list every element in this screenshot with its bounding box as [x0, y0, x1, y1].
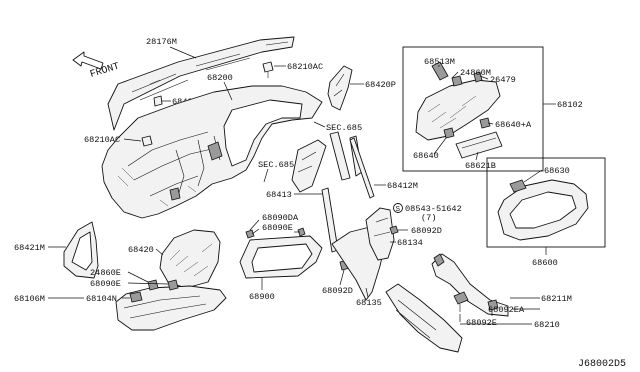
bracket-68420p [327, 65, 353, 111]
label-68640a: 68640+A [495, 120, 532, 130]
label-68200: 68200 [207, 73, 233, 83]
fastener-24860e [147, 279, 159, 291]
leader-68640 [433, 137, 447, 155]
leader-68090e-mid [251, 228, 260, 235]
label-68106m: 68106M [14, 294, 45, 304]
leader-68090da [249, 219, 260, 231]
finisher-68421m [63, 221, 99, 279]
label-68135: 68135 [356, 298, 382, 308]
label-68092e-bottom: 68092E [466, 318, 497, 328]
label-68413: 68413 [266, 190, 292, 200]
label-68210: 68210 [534, 320, 560, 330]
label-68421m: 68421M [14, 243, 45, 253]
duct-section [291, 139, 327, 193]
storage-tray-68900 [239, 227, 323, 279]
label-26479: 26479 [490, 75, 516, 85]
glove-box-68600 [497, 179, 589, 241]
instrument-panel-68200 [101, 85, 323, 219]
clip-68210ac-left [141, 135, 153, 147]
leader-68630 [523, 169, 543, 183]
leader-sec685-b [263, 168, 269, 183]
leader-24860e [127, 271, 149, 283]
label-68090e-mid: 68090E [262, 223, 293, 233]
label-08543-qty: (7) [421, 213, 436, 223]
bracket-68420h [153, 95, 163, 107]
label-68420: 68420 [128, 245, 154, 255]
label-68900: 68900 [249, 292, 275, 302]
group-box-68102 [402, 46, 544, 172]
label-68090e-left: 68090E [90, 279, 121, 289]
fastener-68090e-left [167, 279, 179, 291]
glove-lid-68102 [415, 61, 501, 141]
fastener-68092d-right [389, 225, 399, 235]
side-cover-68134 [365, 207, 395, 261]
lower-panel-68106m [115, 285, 227, 331]
clip-68210ac-top [262, 61, 274, 78]
front-arrow: FRONT [72, 51, 121, 81]
rod-68412m [349, 137, 375, 199]
label-68513m: 68513M [424, 57, 455, 67]
leader-68135 [365, 287, 369, 298]
label-24860m: 24860M [460, 68, 491, 78]
label-68210ac-top: 68210AC [287, 62, 323, 72]
label-68092ea: 68092EA [488, 305, 525, 315]
label-68210ac-left: 68210AC [84, 135, 120, 145]
leader-24860m [451, 71, 459, 79]
leader-68092d-mid [339, 269, 345, 286]
label-68630: 68630 [544, 166, 570, 176]
label-68412m: 68412M [387, 181, 418, 191]
label-68134: 68134 [397, 238, 423, 248]
console-panel-68210 [385, 283, 463, 353]
label-68092d-right: 68092D [411, 226, 442, 236]
finisher-68621b [455, 131, 503, 159]
label-68104n: 68104N [86, 294, 117, 304]
leader-68420 [155, 248, 164, 256]
leader-68210ac-left [123, 138, 142, 142]
leader-28176m [169, 46, 197, 59]
label-sec685-a: SEC.685 [326, 123, 362, 133]
label-68600: 68600 [532, 258, 558, 268]
label-68621b: 68621B [465, 161, 496, 171]
defroster-grille-28176m [107, 36, 295, 131]
label-68090da: 68090DA [262, 213, 299, 223]
label-68640: 68640 [413, 151, 439, 161]
console-side-68211m [431, 253, 509, 317]
leader-68621b [475, 151, 479, 161]
label-68420p: 68420P [365, 80, 396, 90]
label-28176m: 28176M [146, 37, 177, 47]
label-sec685-b: SEC.685 [258, 160, 294, 170]
diagram-code: J68002D5 [578, 359, 626, 370]
label-68092d-mid: 68092D [322, 286, 353, 296]
connector-68104n [129, 291, 143, 303]
label-24860e: 24860E [90, 268, 121, 278]
cluster-housing-68420 [159, 229, 221, 289]
bolt-08543: S [393, 203, 403, 214]
leader-sec685-a [313, 121, 326, 128]
label-68211m: 68211M [541, 294, 572, 304]
label-08543: 08543-51642 [405, 204, 462, 214]
leader-68090e-left [127, 282, 169, 285]
leader-68200 [223, 81, 233, 101]
label-68102: 68102 [557, 100, 583, 110]
clip-68092e-bottom [453, 291, 469, 312]
leader-68640a [487, 122, 494, 125]
leader-26479 [479, 75, 489, 80]
bolt-symbol: S [396, 206, 401, 214]
